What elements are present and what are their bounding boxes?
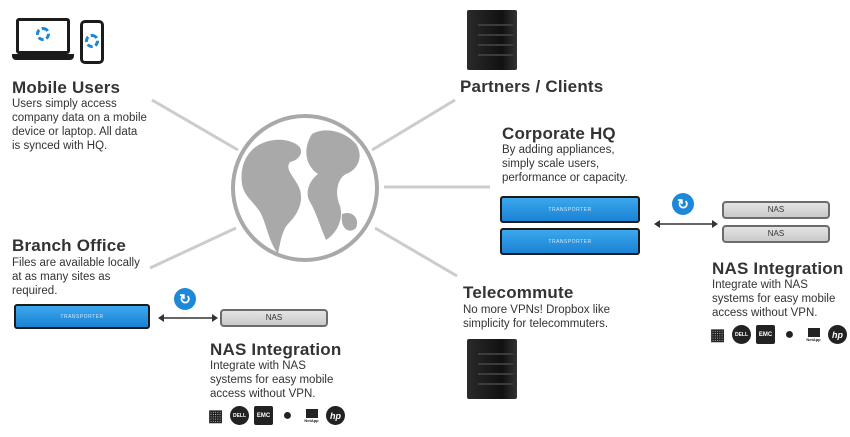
- hq-nas-unit-1: NAS: [722, 201, 830, 219]
- telecommute-title: Telecommute: [463, 283, 574, 302]
- sync-icon: ↻: [174, 288, 196, 310]
- netapp-logo-text: NetApp: [304, 417, 319, 423]
- netapp-logo-text: NetApp: [806, 336, 821, 342]
- branch-office-title: Branch Office: [12, 236, 127, 255]
- hq-appliance-2: TRANSPORTER: [500, 228, 640, 255]
- telecommute-server-tower: [467, 339, 517, 399]
- hq-vendor-logos: ▦ DELL EMC ● NetApp hp: [708, 325, 847, 344]
- mobile-users-desc: Users simply access company data on a mo…: [12, 98, 147, 152]
- hq-nas-title: NAS Integration: [712, 259, 844, 278]
- windows-logo-icon: ▦: [207, 407, 224, 425]
- branch-vendor-logos: ▦ DELL EMC ● NetApp hp: [206, 406, 345, 425]
- telecommute-desc: No more VPNs! Dropbox like simplicity fo…: [463, 304, 610, 330]
- branch-office-desc: Files are available locally at as many s…: [12, 257, 140, 297]
- line-telecommute: [374, 226, 458, 278]
- hq-nas-unit-2: NAS: [722, 225, 830, 243]
- sync-icon: ↻: [672, 193, 694, 215]
- corporate-hq-desc: By adding appliances, simply scale users…: [502, 144, 628, 184]
- branch-nas-desc: Integrate with NAS systems for easy mobi…: [210, 360, 334, 400]
- corporate-hq-title: Corporate HQ: [502, 124, 616, 143]
- laptop-icon: [12, 18, 74, 64]
- apple-logo-icon: ●: [784, 325, 795, 343]
- emc-logo-icon: EMC: [254, 406, 273, 425]
- bidirectional-arrow: [158, 314, 218, 322]
- bidirectional-arrow: [654, 220, 718, 228]
- dell-logo-icon: DELL: [230, 406, 249, 425]
- apple-logo-icon: ●: [282, 406, 293, 424]
- line-branch: [149, 226, 237, 270]
- emc-logo-icon: EMC: [756, 325, 775, 344]
- branch-nas-title: NAS Integration: [210, 340, 342, 359]
- globe-icon: [231, 114, 379, 262]
- netapp-logo-icon: NetApp: [804, 325, 823, 344]
- hq-appliance-1: TRANSPORTER: [500, 196, 640, 223]
- mobile-users-title: Mobile Users: [12, 78, 121, 97]
- branch-nas-unit: NAS: [220, 309, 328, 327]
- hq-nas-desc: Integrate with NAS systems for easy mobi…: [712, 279, 836, 319]
- windows-logo-icon: ▦: [709, 326, 726, 344]
- partners-title: Partners / Clients: [460, 77, 604, 96]
- line-partners: [371, 98, 456, 152]
- hp-logo-icon: hp: [326, 406, 345, 425]
- dell-logo-icon: DELL: [732, 325, 751, 344]
- partners-server-tower: [467, 10, 517, 70]
- phone-icon: [80, 20, 104, 64]
- netapp-logo-icon: NetApp: [302, 406, 321, 425]
- hp-logo-icon: hp: [828, 325, 847, 344]
- line-mobile: [151, 98, 239, 152]
- branch-appliance: TRANSPORTER: [14, 304, 150, 329]
